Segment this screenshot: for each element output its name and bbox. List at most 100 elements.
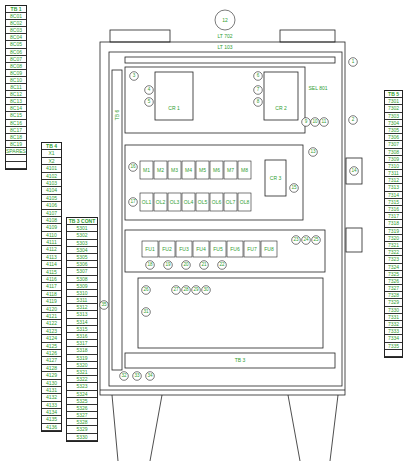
terminal-cell: 4105 xyxy=(42,195,61,202)
relay-body xyxy=(155,72,193,120)
callout-circle xyxy=(292,236,301,245)
callout-number: 9 xyxy=(305,120,308,125)
table-heading: TB 1 xyxy=(6,6,26,13)
callout-circle xyxy=(120,372,129,381)
starter-box xyxy=(182,161,195,179)
starter-box xyxy=(210,193,223,211)
terminal-cell: SPARES xyxy=(6,148,26,155)
terminal-cell: 8C01 xyxy=(6,13,26,20)
starter-box xyxy=(196,193,209,211)
terminal-cell: 8C09 xyxy=(6,70,26,77)
terminal-cell: 7309 xyxy=(385,156,402,163)
terminal-cell: 4132 xyxy=(42,394,61,401)
starter-box xyxy=(210,161,223,179)
callout-number: 31 xyxy=(143,310,148,315)
table-heading: TB 3 CONT xyxy=(67,218,97,225)
terminal-cell: 5301 xyxy=(67,225,97,232)
part-name: FU8 xyxy=(264,247,274,252)
starter-box xyxy=(154,161,167,179)
part-name: OL3 xyxy=(169,200,179,205)
callout-circle xyxy=(142,286,151,295)
relay-body xyxy=(265,160,286,196)
leg xyxy=(288,395,300,461)
terminal-cell: 5312 xyxy=(67,304,97,311)
terminal-cell: 8C07 xyxy=(6,56,26,63)
terminal-cell: 4119 xyxy=(42,298,61,305)
part-name: FU6 xyxy=(230,247,240,252)
terminal-table: TB 3 CONT5301530253035304530553065307530… xyxy=(66,217,98,442)
terminal-cell: 7316 xyxy=(385,206,402,213)
terminal-cell: 8C03 xyxy=(6,27,26,34)
terminal-cell: 7334 xyxy=(385,335,402,342)
table-heading: TB 4 xyxy=(42,143,61,150)
callout-number: 22 xyxy=(219,263,224,268)
callout-circle xyxy=(192,286,201,295)
starter-box xyxy=(224,193,237,211)
cabinet-outline xyxy=(100,42,345,395)
terminal-cell: 7310 xyxy=(385,163,402,170)
leg xyxy=(150,395,162,461)
part-name: SEL 801 xyxy=(308,86,328,91)
terminal-cell: 4125 xyxy=(42,343,61,350)
terminal-cell: 4111 xyxy=(42,239,61,246)
callout-number: 18 xyxy=(147,263,152,268)
terminal-cell: 4135 xyxy=(42,416,61,423)
callout-number: 17 xyxy=(130,200,135,205)
callout-number: 33 xyxy=(134,374,139,379)
callout-number: 4 xyxy=(148,88,151,93)
terminal-cell: 7319 xyxy=(385,228,402,235)
part-name: M6 xyxy=(213,168,221,173)
terminal-cell: 4134 xyxy=(42,409,61,416)
terminal-cell: 8C10 xyxy=(6,77,26,84)
fuse-holder xyxy=(261,241,277,257)
terminal-cell: 4117 xyxy=(42,283,61,290)
terminal-cell: 5329 xyxy=(67,426,97,433)
terminal-cell: 7323 xyxy=(385,256,402,263)
terminal-cell: 4118 xyxy=(42,291,61,298)
callout-number: 12 xyxy=(222,18,228,23)
terminal-cell: 7315 xyxy=(385,199,402,206)
callout-circle xyxy=(309,148,318,157)
terminal-cell: 4123 xyxy=(42,328,61,335)
terminal-cell: 7332 xyxy=(385,321,402,328)
terminal-cell: 4107 xyxy=(42,210,61,217)
mounting-panel xyxy=(109,52,342,386)
terminal-cell: 5330 xyxy=(67,434,97,441)
terminal-cell: 4102 xyxy=(42,173,61,180)
starter-box xyxy=(238,161,251,179)
terminal-cell: 7302 xyxy=(385,105,402,112)
callout-number: 1 xyxy=(352,60,355,65)
part-name: TB 3 xyxy=(234,358,246,363)
terminal-cell: 4130 xyxy=(42,380,61,387)
terminal-cell: 7308 xyxy=(385,149,402,156)
terminal-cell: 4129 xyxy=(42,372,61,379)
callout-circle xyxy=(142,308,151,317)
part-name: FU5 xyxy=(213,247,223,252)
terminal-cell: 8C06 xyxy=(6,49,26,56)
callout-circle xyxy=(320,118,329,127)
callout-number: 24 xyxy=(303,238,308,243)
starter-box xyxy=(140,193,153,211)
terminal-cell: 4104 xyxy=(42,187,61,194)
callout-circle xyxy=(200,261,209,270)
terminal-cell: 7330 xyxy=(385,307,402,314)
terminal-cell: 5306 xyxy=(67,261,97,268)
terminal-cell: 8C16 xyxy=(6,120,26,127)
callout-circle xyxy=(290,184,299,193)
terminal-cell: 5303 xyxy=(67,240,97,247)
terminal-cell: 8C02 xyxy=(6,20,26,27)
relay-body xyxy=(264,72,298,120)
terminal-cell: 5314 xyxy=(67,319,97,326)
part-name: OL4 xyxy=(183,200,193,205)
terminal-cell: 8C13 xyxy=(6,98,26,105)
terminal-cell: 5320 xyxy=(67,362,97,369)
terminal-cell: 4115 xyxy=(42,269,61,276)
terminal-cell: 5323 xyxy=(67,383,97,390)
terminal-cell: 7331 xyxy=(385,314,402,321)
terminal-band xyxy=(125,353,335,368)
terminal-cell: 5309 xyxy=(67,283,97,290)
wire-duct xyxy=(125,57,335,63)
callout-circle xyxy=(100,301,109,310)
blank-cell xyxy=(6,162,26,169)
part-name: FU4 xyxy=(196,247,206,252)
